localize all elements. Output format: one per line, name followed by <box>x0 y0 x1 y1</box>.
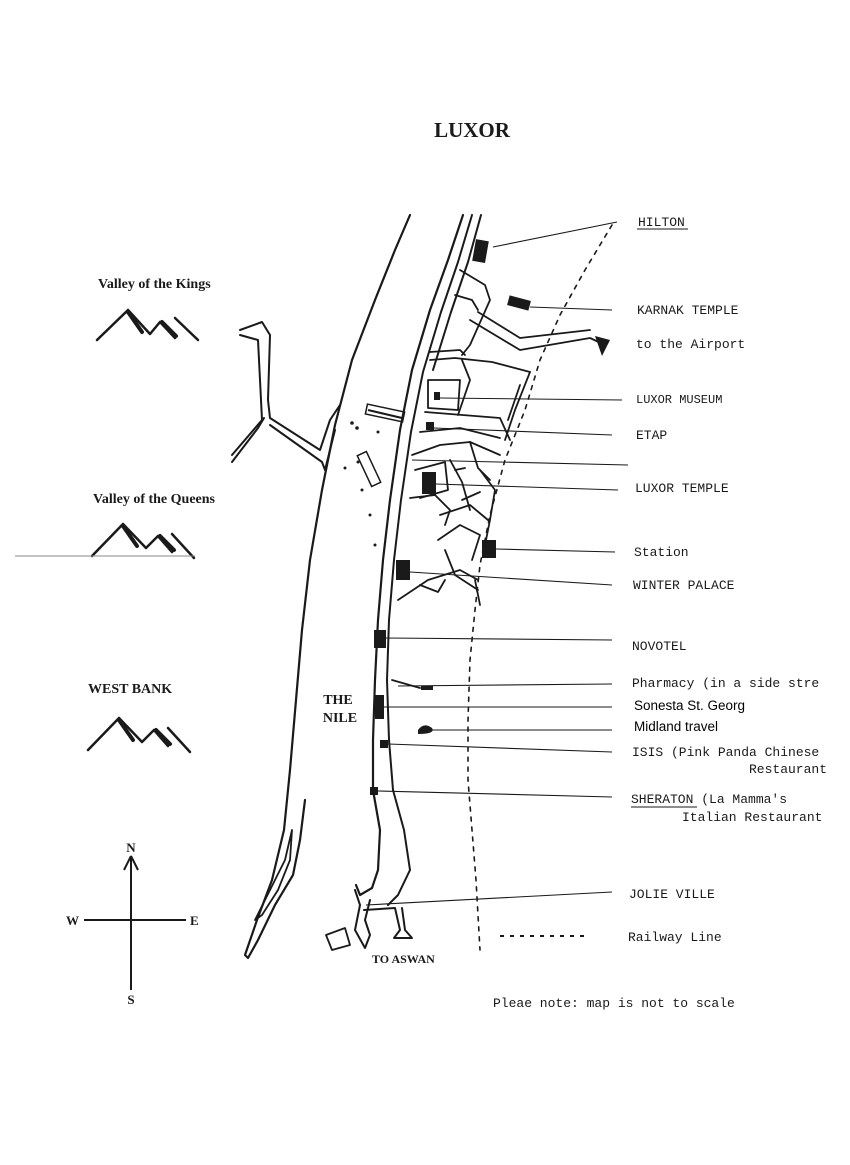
label-sonesta: Sonesta St. Georg <box>634 698 745 713</box>
label-the: THE <box>323 693 353 708</box>
label-jolie-ville: JOLIE VILLE <box>629 887 715 902</box>
label-valley-of-the-kings: Valley of the Kings <box>98 277 211 292</box>
legend-railway-label: Railway Line <box>628 930 722 945</box>
label-karnak-temple: KARNAK TEMPLE <box>637 303 739 318</box>
leader-lines <box>365 221 629 906</box>
west-bank-road <box>231 321 341 471</box>
label-west-bank: WEST BANK <box>88 682 172 697</box>
nile-island <box>254 829 293 921</box>
label-sheraton-restaurant: Italian Restaurant <box>682 810 822 825</box>
map-note: Pleae note: map is not to scale <box>493 996 735 1011</box>
label-hilton: HILTON <box>638 215 685 230</box>
label-isis-restaurant: Restaurant <box>749 762 827 777</box>
label-to-the-airport: to the Airport <box>636 337 745 352</box>
corniche-road <box>386 214 473 906</box>
hotel-and-site-markers <box>370 239 610 795</box>
label-nile: NILE <box>323 711 357 726</box>
railway-line <box>467 224 613 951</box>
compass-north: N <box>126 840 136 855</box>
west-bank-village-marks <box>343 403 406 547</box>
aswan-road <box>363 907 413 939</box>
map-title: LUXOR <box>434 118 511 142</box>
compass-rose: N S E W <box>66 840 199 1007</box>
label-luxor-museum: LUXOR MUSEUM <box>636 393 722 407</box>
label-pharmacy: Pharmacy (in a side stre <box>632 676 819 691</box>
place-labels: HILTON KARNAK TEMPLE to the Airport LUXO… <box>629 215 827 902</box>
compass-east: E <box>190 913 199 928</box>
label-luxor-temple: LUXOR TEMPLE <box>635 481 729 496</box>
label-winter-palace: WINTER PALACE <box>633 578 735 593</box>
nile-east-bank <box>354 213 465 897</box>
nile-west-bank <box>243 213 412 960</box>
compass-west: W <box>66 913 79 928</box>
label-midland-travel: Midland travel <box>634 719 718 734</box>
mountain-icons <box>86 308 200 754</box>
label-valley-of-the-queens: Valley of the Queens <box>93 492 216 507</box>
label-to-aswan: TO ASWAN <box>372 952 435 966</box>
label-sheraton: SHERATON (La Mamma's <box>631 792 787 807</box>
label-novotel: NOVOTEL <box>632 639 687 654</box>
town-street-grid <box>391 269 606 689</box>
label-etap: ETAP <box>636 428 667 443</box>
compass-south: S <box>127 992 134 1007</box>
label-isis: ISIS (Pink Panda Chinese <box>632 745 819 760</box>
label-station: Station <box>634 545 689 560</box>
